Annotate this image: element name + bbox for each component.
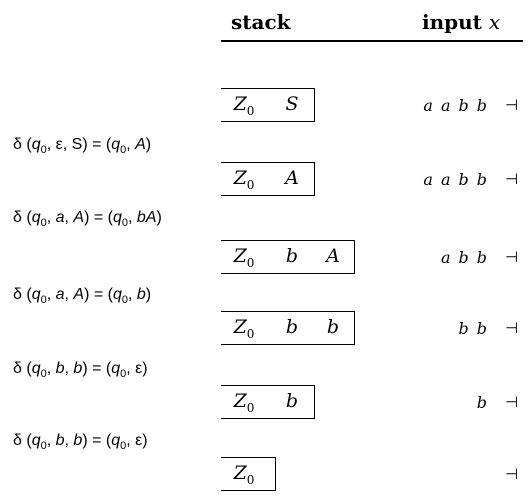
end-marker: ⊣ [505, 248, 519, 266]
stack-symbol: b [285, 245, 299, 267]
header-rule [221, 40, 523, 42]
end-marker: ⊣ [505, 319, 519, 337]
stack-box [221, 162, 315, 196]
stack-symbol: Z0 [233, 390, 255, 415]
end-marker: ⊣ [505, 96, 519, 114]
transition-label: δ (q0, b, b) = (q0, ε) [13, 360, 148, 381]
input-symbol: b [458, 319, 469, 338]
input-variable: x [488, 10, 501, 34]
input-symbol: b [476, 248, 487, 267]
input-remaining: b [477, 393, 487, 412]
stack-box [221, 88, 315, 122]
stack-box [221, 457, 276, 491]
transition-label: δ (q0, a, A) = (q0, b) [13, 286, 152, 307]
input-symbol: a [423, 96, 433, 115]
input-symbol: a [440, 170, 451, 189]
stack-symbol: Z0 [233, 462, 255, 487]
input-symbol: b [476, 393, 487, 412]
stack-box [221, 240, 355, 274]
transition-label: δ (q0, ε, S) = (q0, A) [13, 136, 152, 157]
stack-box [221, 385, 315, 419]
transition-label: δ (q0, b, b) = (q0, ε) [13, 432, 148, 453]
input-symbol: a [440, 96, 451, 115]
stack-symbol: S [285, 93, 299, 115]
input-symbol: b [476, 96, 487, 115]
stack-symbol: Z0 [233, 93, 255, 118]
stack-symbol: Z0 [233, 167, 255, 192]
input-symbol: b [476, 170, 487, 189]
input-symbol: b [476, 319, 487, 338]
input-symbol: b [458, 170, 469, 189]
stack-symbol: b [285, 390, 299, 412]
stack-box [221, 311, 355, 345]
input-symbol: b [458, 248, 469, 267]
end-marker: ⊣ [505, 170, 519, 188]
end-marker: ⊣ [505, 465, 519, 483]
input-symbol: a [440, 248, 451, 267]
transition-label: δ (q0, a, A) = (q0, bA) [13, 209, 162, 230]
input-symbol: a [423, 170, 433, 189]
stack-symbol: A [285, 167, 299, 189]
input-column-header: input x [422, 10, 500, 34]
stack-symbol: Z0 [233, 245, 255, 270]
stack-symbol: A [326, 245, 340, 267]
stack-column-header: stack [231, 10, 291, 34]
input-label: input [422, 10, 482, 34]
stack-symbol: b [326, 316, 340, 338]
stack-symbol: b [285, 316, 299, 338]
end-marker: ⊣ [505, 393, 519, 411]
stack-symbol: Z0 [233, 316, 255, 341]
input-symbol: b [458, 96, 469, 115]
